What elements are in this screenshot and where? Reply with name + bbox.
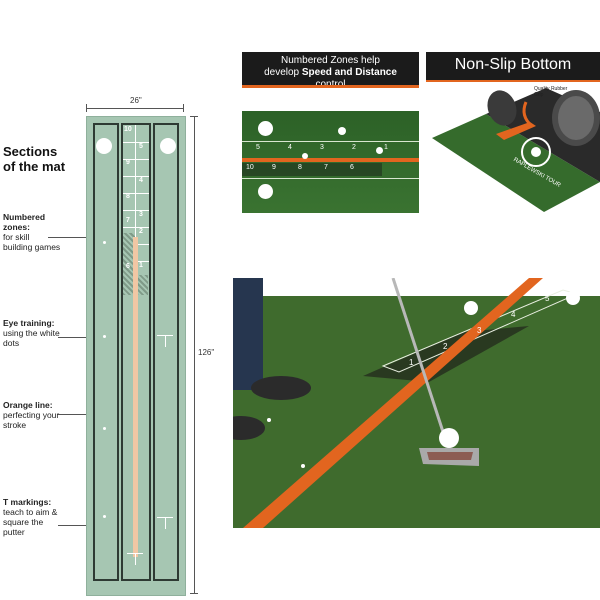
banner1-line3: control bbox=[242, 79, 419, 91]
eye-dot bbox=[103, 241, 106, 244]
banner1-line2-pre: develop bbox=[264, 67, 302, 78]
hole-left bbox=[96, 138, 112, 154]
golf-ball-icon bbox=[338, 127, 346, 135]
photo1-zone-number: 3 bbox=[320, 144, 324, 151]
non-slip-banner: Non-Slip Bottom bbox=[426, 52, 600, 80]
banner1-line1: Numbered Zones help bbox=[281, 55, 380, 66]
label-t-markings-desc: teach to aim & square the putter bbox=[3, 507, 58, 537]
hole-right bbox=[160, 138, 176, 154]
photo1-orange-line bbox=[242, 158, 419, 162]
zone-number-3: 3 bbox=[139, 211, 143, 218]
banner1-underline bbox=[242, 85, 419, 88]
banner1-line2-bold: Speed and Distance bbox=[301, 67, 397, 78]
eye-dot bbox=[103, 515, 106, 518]
non-slip-photo: Quality Rubber Grip RAPLEWSKI TOUR bbox=[426, 82, 600, 214]
t-marking-stem bbox=[135, 553, 136, 565]
t-marking-stem bbox=[165, 335, 166, 347]
zone-number-6: 6 bbox=[126, 263, 130, 270]
label-orange-line-name: Orange line: bbox=[3, 400, 53, 410]
label-orange-line: Orange line: perfecting your stroke bbox=[3, 400, 63, 430]
rolled-mat-graphic bbox=[432, 88, 600, 212]
eye-dot bbox=[103, 335, 106, 338]
photo1-zone-number: 9 bbox=[272, 164, 276, 171]
width-dimension bbox=[86, 104, 184, 112]
zone-number-5: 5 bbox=[139, 143, 143, 150]
putting-photo: 1 2 3 4 5 bbox=[233, 278, 600, 528]
left-lane bbox=[93, 123, 119, 581]
center-lane bbox=[121, 123, 151, 581]
t-marking-stem bbox=[165, 517, 166, 529]
photo1-hole bbox=[258, 121, 273, 136]
golf-ball-icon bbox=[302, 153, 308, 159]
width-label: 26" bbox=[128, 96, 144, 105]
zone-number-8: 8 bbox=[126, 193, 130, 200]
photo3-zone-number: 5 bbox=[545, 294, 550, 303]
photo3-zone-number: 3 bbox=[477, 326, 482, 335]
photo1-hole bbox=[258, 184, 273, 199]
photo1-bottom-numbers: 10 9 8 7 6 bbox=[242, 164, 419, 176]
photo3-zone-number: 2 bbox=[443, 342, 448, 351]
label-numbered-zones-name: Numbered zones: bbox=[3, 212, 46, 232]
mat-diagram: 10 9 8 7 6 5 4 3 2 1 bbox=[86, 116, 186, 596]
banner2-underline bbox=[426, 80, 600, 83]
photo3-zone-number: 4 bbox=[511, 310, 516, 319]
label-t-markings: T markings: teach to aim & square the pu… bbox=[3, 497, 67, 537]
label-eye-training-desc: using the white dots bbox=[3, 328, 60, 348]
zone-number-1: 1 bbox=[139, 262, 143, 269]
label-numbered-zones: Numbered zones: for skill building games bbox=[3, 212, 61, 252]
photo1-zone-number: 10 bbox=[246, 164, 254, 171]
photo1-zone-number: 8 bbox=[298, 164, 302, 171]
label-eye-training: Eye training: using the white dots bbox=[3, 318, 63, 348]
label-eye-training-name: Eye training: bbox=[3, 318, 55, 328]
numbered-zones-photo: 5 4 3 2 1 10 9 8 7 6 bbox=[242, 111, 419, 213]
photo1-top-numbers: 5 4 3 2 1 bbox=[242, 144, 419, 156]
photo1-zone-number: 2 bbox=[352, 144, 356, 151]
zone-number-7: 7 bbox=[126, 217, 130, 224]
label-t-markings-name: T markings: bbox=[3, 497, 52, 507]
eye-dot bbox=[103, 427, 106, 430]
photo1-zone-number: 5 bbox=[256, 144, 260, 151]
leader-line-eye bbox=[58, 337, 106, 338]
sections-title-line1: Sections bbox=[3, 144, 58, 159]
zone-number-4: 4 bbox=[139, 177, 143, 184]
label-orange-line-desc: perfecting your stroke bbox=[3, 410, 60, 430]
photo1-zone-number: 4 bbox=[288, 144, 292, 151]
grip-label: Quality Rubber Grip bbox=[534, 86, 568, 98]
sections-title: Sections of the mat bbox=[3, 144, 65, 174]
photo3-zone-number: 1 bbox=[409, 358, 414, 367]
zone-number-2: 2 bbox=[139, 228, 143, 235]
speed-distance-banner: Numbered Zones help develop Speed and Di… bbox=[242, 52, 419, 91]
length-label: 126" bbox=[198, 348, 215, 357]
label-numbered-zones-desc: for skill building games bbox=[3, 232, 61, 252]
photo1-zone-number: 7 bbox=[324, 164, 328, 171]
photo1-zone-number: 6 bbox=[350, 164, 354, 171]
zone-number-10: 10 bbox=[124, 126, 132, 133]
golf-ball-icon bbox=[376, 147, 383, 154]
orange-line bbox=[133, 237, 138, 557]
length-dimension bbox=[190, 116, 198, 594]
putting-scene bbox=[233, 278, 600, 528]
photo3-zone-numbers: 1 2 3 4 5 bbox=[233, 278, 600, 528]
photo1-zone-number: 1 bbox=[384, 144, 388, 151]
right-lane bbox=[153, 123, 179, 581]
sections-title-line2: of the mat bbox=[3, 159, 66, 174]
zone-number-9: 9 bbox=[126, 159, 130, 166]
